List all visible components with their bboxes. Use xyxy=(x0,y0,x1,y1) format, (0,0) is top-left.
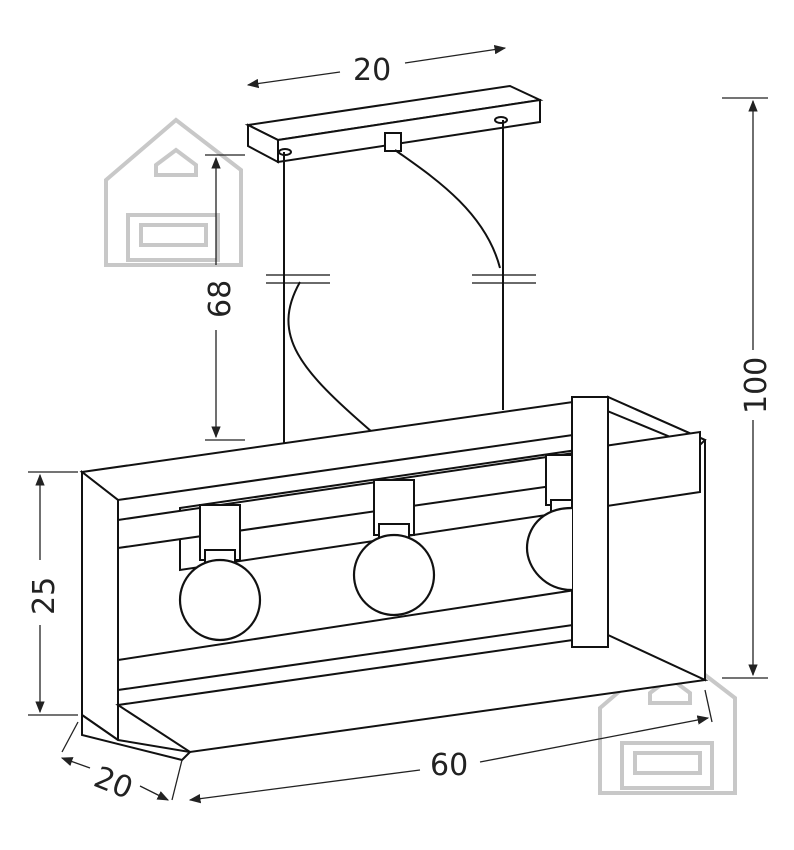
dimension-body-height: 25 xyxy=(27,471,78,716)
dimension-total-height: 100 xyxy=(722,97,774,679)
suspension-cables xyxy=(266,120,536,444)
body-depth-label: 20 xyxy=(89,760,138,807)
cable-length-label: 68 xyxy=(203,280,238,318)
ceiling-canopy xyxy=(244,84,544,164)
dimension-body-length: 60 xyxy=(188,689,713,804)
bulb-icon xyxy=(525,499,573,592)
body-height-label: 25 xyxy=(27,577,62,615)
bulb-icon xyxy=(352,523,436,617)
canopy-width-label: 20 xyxy=(353,53,391,88)
body-length-label: 60 xyxy=(430,748,468,783)
bulbs xyxy=(178,499,573,642)
total-height-label: 100 xyxy=(739,357,774,414)
lamp-body xyxy=(79,395,709,762)
house-sofa-watermark-icon xyxy=(104,117,243,267)
dimension-canopy-width: 20 xyxy=(246,44,507,89)
dimension-cable-length: 68 xyxy=(203,154,245,441)
bulb-icon xyxy=(178,549,262,642)
